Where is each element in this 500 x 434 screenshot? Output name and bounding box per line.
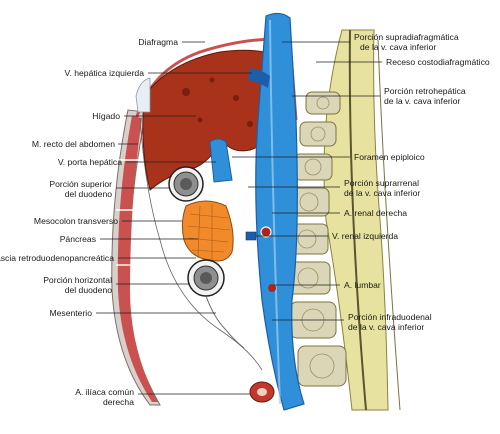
label-supradiafragmatica: Porción supradiafragmática [354,32,459,42]
label-renal-derecha: A. renal derecha [344,208,407,218]
label-diafragma: Diafragma [138,37,178,47]
label-mesenterio: Mesenterio [49,308,92,318]
label-lumbar: A. lumbar [344,280,381,290]
label-supradiafragmatica-2: de la v. cava inferior [360,42,436,52]
label-retrohepatica-2: de la v. cava inferior [384,96,460,106]
left-hepatic-vein [248,68,270,88]
label-suprarrenal-2: de la v. cava inferior [344,188,420,198]
label-iliaca: A. ilíaca común [75,387,134,397]
right-common-iliac-artery [249,381,275,403]
label-duodeno-superior-2: del duodeno [65,189,113,199]
label-recto-abdomen: M. recto del abdomen [32,139,115,149]
label-infraduodenal-2: de la v. cava inferior [348,322,424,332]
label-higado: Hígado [92,111,120,121]
right-renal-artery [260,226,272,238]
label-renal-izquierda: V. renal izquierda [332,231,398,241]
label-foramen: Foramen epiploico [354,152,425,162]
pancreas [181,200,234,262]
lumbar-artery [268,284,276,292]
mesentery [205,295,245,349]
liver [142,49,291,191]
rectus-abdominis-muscle [111,109,161,406]
label-infraduodenal: Porción infraduodenal [348,312,432,322]
vertebral-column [285,29,401,411]
label-duodeno-superior: Porción superior [49,179,112,189]
label-vena-hepatica-izquierda: V. hepática izquierda [65,68,145,78]
label-pancreas: Páncreas [60,234,96,244]
labels-right: Porción supradiafragmática de la v. cava… [332,32,490,332]
fat-pad [135,77,151,113]
hepatic-portal-vein [209,138,233,183]
label-retrohepatica: Porción retrohepática [384,86,466,96]
label-porta-hepatica: V. porta hepática [58,157,122,167]
label-suprarrenal: Porción suprarrenal [344,178,419,188]
leader-lines [96,41,382,395]
inferior-vena-cava [255,12,305,411]
labels-left: Diafragma V. hepática izquierda Hígado M… [0,37,178,407]
label-receso: Receso costodiafragmático [386,57,490,67]
duodenum-superior [168,166,204,202]
label-iliaca-2: derecha [103,397,134,407]
duodenum-horizontal [187,259,225,297]
label-duodeno-horizontal-2: del duodeno [65,285,113,295]
label-duodeno-horizontal: Porción horizontal [43,275,112,285]
left-renal-vein [245,231,257,241]
label-fascia-retro: Fascia retroduodenopancreática [0,253,114,263]
label-mesocolon: Mesocolon transverso [34,216,118,226]
